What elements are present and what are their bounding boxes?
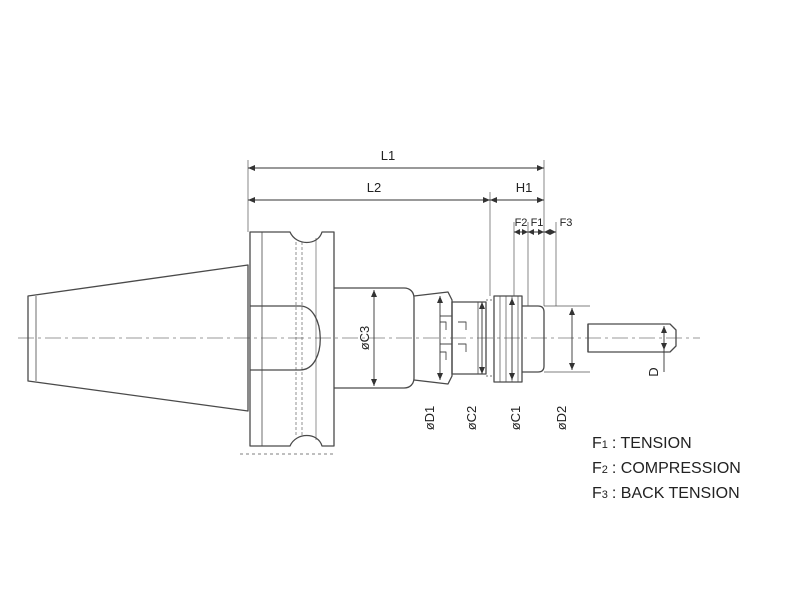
label-c3: øC3 [357, 326, 372, 351]
label-h1: H1 [516, 180, 533, 195]
label-f3: F3 [560, 217, 573, 229]
legend-letter: F [592, 460, 602, 477]
knurled-ring [493, 295, 523, 383]
front-adapter [522, 305, 545, 373]
legend-text: : COMPRESSION [611, 460, 741, 477]
label-c2: øC2 [464, 406, 479, 431]
legend-row-f3: F3: BACK TENSION [592, 482, 741, 507]
label-f1: F1 [531, 217, 544, 229]
legend-row-f2: F2: COMPRESSION [592, 457, 741, 482]
legend-row-f1: F1: TENSION [592, 432, 741, 457]
label-l2: L2 [367, 180, 381, 195]
label-f2: F2 [515, 217, 528, 229]
legend-text: : TENSION [611, 435, 692, 452]
label-d: D [646, 367, 661, 376]
label-l1: L1 [381, 148, 395, 163]
legend-letter: F [592, 485, 602, 502]
body [334, 287, 415, 389]
flange [249, 231, 335, 447]
label-d2: øD2 [554, 406, 569, 431]
legend-letter: F [592, 435, 602, 452]
legend-subscript: 1 [601, 439, 608, 451]
legend-text: : BACK TENSION [611, 485, 740, 502]
legend-subscript: 2 [601, 464, 608, 476]
label-c1: øC1 [508, 406, 523, 431]
taper-shank [27, 264, 249, 412]
drive-slot [250, 305, 321, 371]
label-d1: øD1 [422, 406, 437, 431]
legend-subscript: 3 [601, 489, 608, 501]
force-legend: F1: TENSION F2: COMPRESSION F3: BACK TEN… [592, 432, 741, 507]
